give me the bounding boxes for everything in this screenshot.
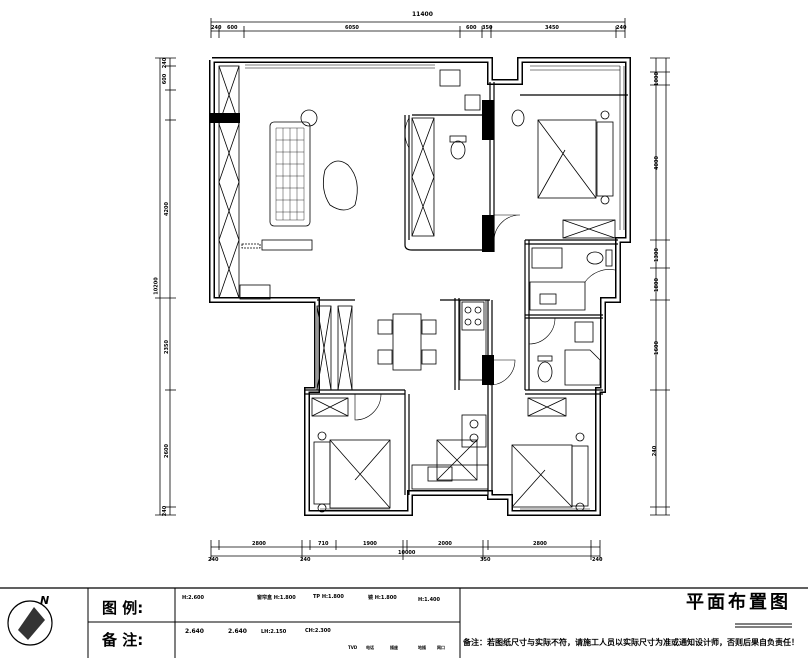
top-dim-7: 240 (616, 25, 627, 31)
structural-columns (210, 100, 494, 385)
right-dim-4: 1800 (653, 278, 660, 292)
bottom-total-dim-4: 350 (480, 557, 491, 563)
notes-heading: 备 注: (102, 631, 144, 649)
left-dim-3: 4200 (163, 202, 170, 216)
right-dim-6: 240 (652, 445, 659, 457)
tv-cabinet (241, 239, 313, 251)
note-item-level-2: 2.640 (228, 628, 247, 635)
wardrobes (218, 65, 616, 481)
legend-item-curtain: 窗帘盒 H:1.800 (257, 595, 296, 601)
top-dim-4: 600 (466, 25, 477, 31)
rug (322, 160, 358, 211)
right-dim-5: 1600 (653, 341, 660, 355)
note-item-tv: TVD (348, 645, 358, 650)
plan-title: 平面布置图 (686, 592, 791, 613)
bottom-dim-1: 2800 (252, 541, 266, 547)
bottom-dim-5: 2800 (533, 541, 547, 547)
kitchen-counter (411, 299, 489, 490)
note-item-socket: 插座 (390, 645, 398, 650)
storage-box (239, 284, 271, 300)
bottom-dim-2: 710 (318, 541, 329, 547)
bottom-dim-4: 2000 (438, 541, 452, 547)
bottom-total-dim-3: 10000 (398, 550, 416, 556)
bottom-total-dim-2: 240 (300, 557, 311, 563)
side-table (300, 109, 318, 127)
compass-icon (7, 600, 53, 646)
legend-item-height: H:1.400 (418, 597, 440, 603)
bed-second (313, 431, 391, 513)
left-dimension-lines (155, 57, 176, 516)
note-item-lh: LH:2.150 (261, 629, 287, 635)
legend-item-mirror: 镜 H:1.800 (368, 595, 397, 601)
note-item-phone: 电话 (366, 645, 374, 650)
bottom-dimension-lines (210, 540, 601, 560)
bed-master (537, 110, 614, 205)
right-dim-2: 4000 (653, 156, 660, 170)
bottom-dim-3: 1900 (363, 541, 377, 547)
bed-third (511, 432, 589, 512)
left-dim-5: 2600 (163, 444, 170, 458)
note-item-level-1: 2.640 (185, 628, 204, 635)
dining-table (377, 313, 437, 371)
right-dimension-lines (650, 57, 670, 516)
bottom-total-dim-1: 240 (208, 557, 219, 563)
top-total-dimension: 11400 (412, 11, 433, 18)
left-total-dimension: 10200 (153, 277, 160, 295)
legend-item-tp: TP H:1.800 (313, 594, 344, 600)
doors (354, 117, 616, 421)
top-dim-6: 3450 (545, 25, 559, 31)
left-dim-6: 240 (162, 505, 169, 517)
note-item-network: 网口 (437, 645, 445, 650)
bathroom-fixtures (439, 69, 613, 386)
windows (245, 64, 625, 510)
top-dimension-lines (210, 18, 626, 38)
top-dim-5: 350 (482, 25, 493, 31)
legend-heading: 图 例: (102, 599, 144, 617)
right-dim-1: 1000 (653, 72, 660, 86)
top-dim-1: 240 (211, 25, 222, 31)
compass-north-label: N (40, 594, 50, 607)
left-dim-2: 600 (162, 73, 169, 85)
legend-item-ceiling: H:2.600 (182, 595, 204, 601)
remark-text: 备注：若图纸尺寸与实际不符，请施工人员以实际尺寸为准或通知设计师，否则后果自负责… (463, 638, 799, 647)
sofa (269, 121, 311, 227)
note-item-floor-socket: 地插 (418, 645, 426, 650)
left-dim-4: 2350 (163, 340, 170, 354)
note-item-ch: CH:2.300 (305, 628, 331, 634)
left-dim-1: 240 (162, 57, 169, 69)
bottom-total-dim-5: 240 (592, 557, 603, 563)
top-dim-2: 600 (227, 25, 238, 31)
title-block-frame (0, 587, 808, 658)
right-dim-3: 1300 (653, 248, 660, 262)
top-dim-3: 6050 (345, 25, 359, 31)
